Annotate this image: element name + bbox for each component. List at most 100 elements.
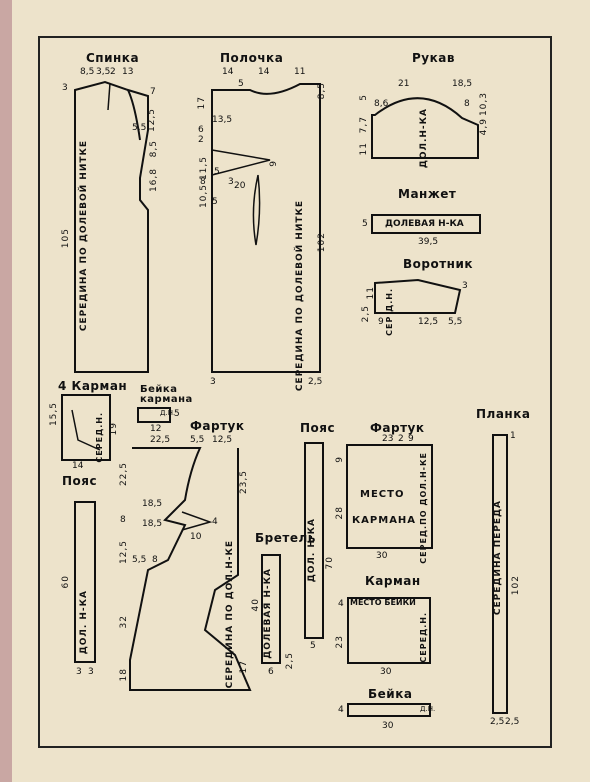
fartuk-left-dim-13: 17 <box>239 660 249 674</box>
bretel-rect <box>261 554 281 664</box>
fartuk-left-dart <box>181 511 213 531</box>
polochka-dim-17: 2,5 <box>308 377 323 387</box>
polochka-dim-1: 17 <box>197 96 207 110</box>
fartuk-right-dim-3: 30 <box>376 551 388 561</box>
manzhet-width: 39,5 <box>418 237 439 247</box>
karman-left-grain: СЕРЕД.Н. <box>95 412 104 463</box>
beyka-karmana-title: Бейка кармана <box>140 384 193 405</box>
vorotnik-dim-4: 9 <box>378 317 384 327</box>
spinka-grain: СЕРЕДИНА ПО ДОЛЕВОЙ НИТКЕ <box>79 140 89 332</box>
fartuk-left-title: Фартук <box>190 419 245 433</box>
rukav-dim-6: 10,3 <box>479 92 489 117</box>
vorotnik-dim-6: 5,5 <box>448 317 463 327</box>
rukav-dim-4: 7,7 <box>359 116 369 134</box>
spinka-dim-4: 12,5 <box>147 108 157 133</box>
vorotnik-outline <box>374 278 462 314</box>
fartuk-right-top-2: 2 <box>398 434 404 444</box>
poyas-left-title: Пояс <box>62 474 98 488</box>
spinka-top-1: 8,5 <box>80 67 95 77</box>
beyka-grain: Д.Н. <box>420 705 436 713</box>
polochka-top-3: 11 <box>294 67 306 77</box>
poyas-left-grain: ДОЛ. Н-КА <box>79 590 89 655</box>
manzhet-title: Манжет <box>398 187 457 201</box>
planka-grain: СЕРЕДИНА ПЕРЕДА <box>493 500 503 616</box>
fartuk-left-dim-4: 8 <box>120 515 126 525</box>
polochka-dim-7: 5 <box>214 167 220 177</box>
fartuk-left-dim-5: 18,5 <box>142 519 163 529</box>
poyas-left-dim-2: 3 <box>76 667 82 677</box>
page-frame <box>38 36 552 748</box>
fartuk-left-top-2: 5,5 <box>190 435 205 445</box>
spinka-top-4: 13 <box>122 67 134 77</box>
manzhet-grain: ДОЛЕВАЯ Н-КА <box>385 219 464 229</box>
fartuk-left-dim-1: 22,5 <box>119 462 129 487</box>
vorotnik-dim-1: 2,5 <box>361 305 371 323</box>
spinka-dim-7: 105 <box>61 228 71 249</box>
karman-right-title: Карман <box>365 574 421 588</box>
beyka-karmana-rect <box>137 407 171 423</box>
fartuk-right-top-3: 9 <box>408 434 414 444</box>
fartuk-right-top-1: 23 <box>382 434 394 444</box>
karman-right-dim-2: 23 <box>335 635 345 649</box>
bretel-title: Бретель <box>255 531 316 545</box>
rukav-dim-1: 21 <box>398 79 410 89</box>
rukav-grain: ДОЛ.Н-КА <box>419 108 429 169</box>
planka-dim-3: 2,5 <box>490 717 505 727</box>
vorotnik-grain: СЕР Д.Н. <box>385 288 394 336</box>
polochka-outline <box>211 83 321 373</box>
spinka-title: Спинка <box>86 51 140 65</box>
rukav-dim-5: 8 <box>464 99 470 109</box>
fartuk-left-dim-11: 32 <box>119 615 129 629</box>
fartuk-right-rect <box>346 444 433 549</box>
karman-right-grain: СЕРЕД.Н. <box>419 612 428 663</box>
spinka-top-3: 2 <box>110 67 116 77</box>
polochka-dim-12: 9 <box>269 160 279 167</box>
polochka-dim-9: 8 <box>200 177 206 187</box>
spinka-top-2: 3,5 <box>96 67 111 77</box>
karman-left-outline <box>61 394 111 461</box>
bretel-dim-2: 6 <box>268 667 274 677</box>
fartuk-right-place-1: МЕСТО <box>360 489 405 500</box>
spinka-dim-6: 16,8 <box>149 168 159 193</box>
poyas-left-dim-3: 3 <box>88 667 94 677</box>
fartuk-left-grain: СЕРЕДИНА ПО ДОЛ.Н-КЕ <box>225 540 235 689</box>
planka-dim-1: 1 <box>510 431 516 441</box>
rukav-dim-8: 11 <box>359 142 369 156</box>
karman-right-dim-1: 4 <box>338 599 344 609</box>
polochka-dim-4: 6 <box>198 125 204 135</box>
rukav-dim-7: 4,9 <box>479 118 489 136</box>
fartuk-right-dim-1: 9 <box>335 456 345 463</box>
manzhet-height: 5 <box>362 219 368 229</box>
rukav-dim-9: 5 <box>359 94 369 101</box>
beyka-karmana-grain: Д.Н. <box>160 409 176 417</box>
karman-left-curve <box>71 409 101 451</box>
beyka-karmana-dim-1: 12 <box>150 424 162 434</box>
poyas-mid-dim-1: 70 <box>325 556 335 570</box>
bretel-grain: ДОЛЕВАЯ Н-КА <box>263 568 273 659</box>
spinka-dim-2: 7 <box>150 87 156 97</box>
fartuk-left-dim-6: 4 <box>212 517 218 527</box>
polochka-dim-5: 2 <box>198 135 204 145</box>
vorotnik-dim-5: 12,5 <box>418 317 439 327</box>
planka-dim-2: 102 <box>511 575 521 596</box>
fartuk-right-place-2: КАРМАНА <box>352 515 417 526</box>
karman-left-title: 4 Карман <box>58 379 128 393</box>
fartuk-left-dim-2: 23,5 <box>239 470 249 495</box>
polochka-dim-11: 20 <box>234 181 246 191</box>
manzhet-rect <box>371 214 481 234</box>
planka-rect <box>492 434 508 714</box>
polochka-dim-10: 3 <box>228 177 234 187</box>
vorotnik-dim-2: 11 <box>366 286 376 300</box>
spinka-dim-5: 8,5 <box>149 140 159 158</box>
fartuk-left-dim-12: 18 <box>119 668 129 682</box>
rukav-title: Рукав <box>412 51 455 65</box>
fartuk-left-top-3: 12,5 <box>212 435 233 445</box>
spinka-dim-3: 5,5 <box>132 123 147 133</box>
bretel-dim-1: 40 <box>251 598 261 612</box>
planka-dim-4: 2,5 <box>505 717 520 727</box>
fartuk-left-top-1: 22,5 <box>150 435 171 445</box>
poyas-mid-grain: ДОЛ. Н-КА <box>307 518 317 583</box>
polochka-bust-dart <box>211 149 271 176</box>
spinka-dart <box>107 82 111 111</box>
